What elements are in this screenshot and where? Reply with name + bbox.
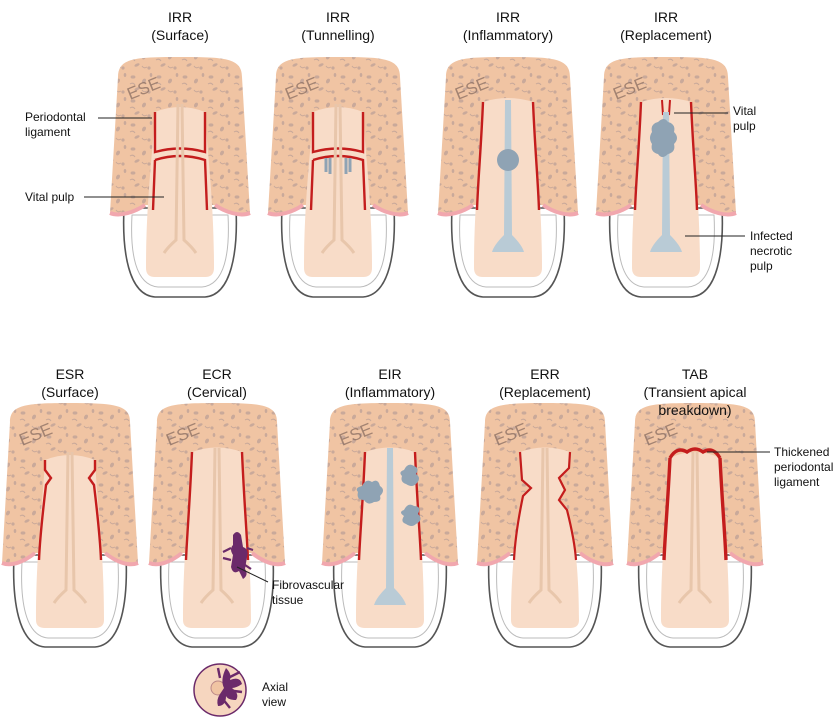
resorption-defect xyxy=(497,149,519,171)
title-ecr: ECR(Cervical) xyxy=(132,365,302,401)
tooth-err: ESE xyxy=(477,403,613,647)
title-irr-inflammatory: IRR(Inflammatory) xyxy=(423,8,593,44)
tooth-tab: ESE xyxy=(627,403,763,647)
tooth-eir: ESE xyxy=(322,403,458,647)
title-irr-surface: IRR(Surface) xyxy=(95,8,265,44)
tooth-irr-tunnelling: ESE xyxy=(268,57,408,297)
tooth-esr: ESE xyxy=(2,403,138,647)
tooth-ecr: ESE xyxy=(149,403,285,647)
tooth-irr-surface: ESE xyxy=(110,57,250,297)
title-err: ERR(Replacement) xyxy=(460,365,630,401)
title-eir: EIR(Inflammatory) xyxy=(305,365,475,401)
tooth-irr-replacement: ESE xyxy=(596,57,736,297)
label-vital-pulp: Vital pulp xyxy=(25,190,74,205)
tooth-irr-inflammatory: ESE xyxy=(438,57,578,297)
title-irr-tunnelling: IRR(Tunnelling) xyxy=(253,8,423,44)
axial-view-diagram xyxy=(194,664,246,716)
title-irr-replacement: IRR(Replacement) xyxy=(581,8,751,44)
